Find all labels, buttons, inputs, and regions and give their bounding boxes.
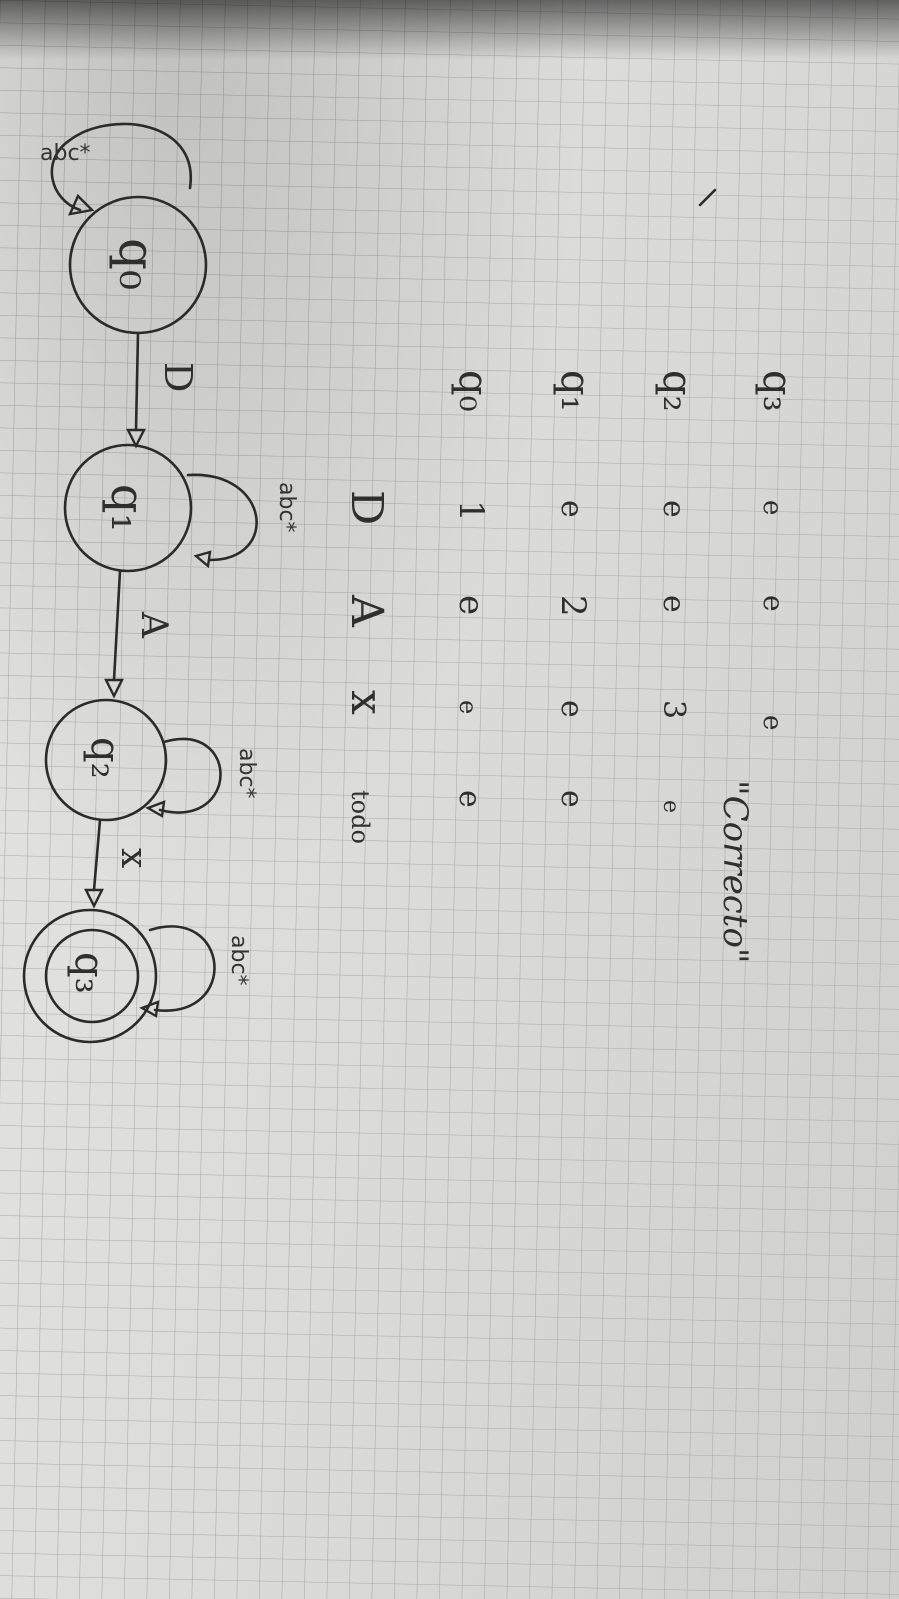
arrowhead-icon (84, 888, 104, 909)
state-q1-label: q₁ (101, 484, 155, 532)
table-row-label: q₁ (552, 370, 598, 412)
table-row-label: q₀ (450, 370, 496, 412)
table-cell: 1 (451, 500, 491, 522)
table-row-label: q₂ (654, 370, 700, 412)
transition-q2-q3-label: x (113, 848, 154, 868)
table-cell: e (757, 715, 787, 730)
state-q2-label: q₂ (82, 737, 128, 779)
self-loop-q1: abc* (186, 473, 299, 569)
transition-q0-q1: D (126, 331, 200, 449)
table-cell: 2 (553, 595, 593, 617)
table-cell: e (454, 700, 482, 714)
table-header-D: D (341, 490, 392, 525)
table-cell: e (451, 595, 491, 615)
state-q0: q₀ (68, 195, 208, 335)
self-loop-q2-label: abc* (234, 748, 259, 799)
self-loop-q0: abc* (40, 122, 717, 216)
self-loop-q1-label: abc* (274, 482, 299, 533)
self-loop-q3: abc* (139, 925, 251, 1018)
self-loop-q0-label: abc* (40, 141, 91, 166)
loop-arrowhead-icon (139, 1000, 160, 1018)
table-cell: e (554, 500, 589, 518)
arrowhead-icon (104, 678, 124, 699)
table-cell: e (658, 800, 683, 813)
correcto-note: "Correcto" (715, 780, 755, 964)
table-cell: e (554, 700, 589, 718)
state-q1: q₁ (63, 443, 193, 573)
table-cell: e (656, 595, 691, 613)
table-cell: e (554, 790, 589, 808)
state-q0-label: q₀ (108, 238, 166, 290)
table-cell: e (656, 500, 691, 518)
table-cell: 3 (656, 700, 691, 719)
state-q2: q₂ (44, 698, 168, 822)
table-header-todo: todo (346, 790, 374, 844)
transition-q1-q2: A (104, 569, 174, 699)
transition-table: D A x todo q₀ 1 e e e q₁ e 2 e e q₂ e e (341, 370, 800, 844)
self-loop-q3-label: abc* (226, 935, 251, 986)
state-q3: q₃ (22, 908, 158, 1044)
table-cell: e (757, 595, 790, 612)
table-cell: e (757, 500, 787, 515)
table-cell: e (452, 790, 487, 808)
loop-arrowhead-icon (67, 193, 95, 216)
loop-arrowhead-icon (193, 550, 212, 569)
table-row-label: q₃ (754, 370, 800, 412)
self-loop-q2: abc* (145, 737, 259, 818)
transition-q0-q1-label: D (156, 362, 200, 392)
loop-arrowhead-icon (145, 800, 166, 818)
arrowhead-icon (126, 428, 146, 449)
transition-q2-q3: x (84, 818, 154, 909)
table-header-x: x (341, 690, 392, 715)
transition-q1-q2-label: A (133, 611, 174, 639)
table-header-A: A (341, 594, 392, 628)
state-q3-label: q₃ (66, 952, 112, 994)
